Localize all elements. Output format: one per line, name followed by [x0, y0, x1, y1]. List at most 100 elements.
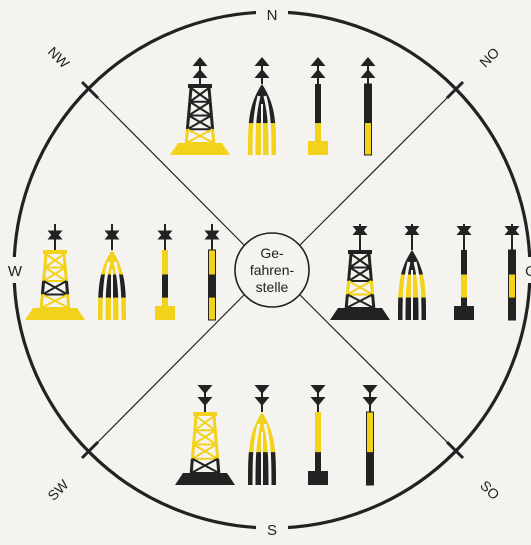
- pillar-pole: [461, 250, 467, 275]
- label-southwest: SW: [44, 476, 72, 504]
- east-spar-buoy: [398, 224, 426, 321]
- topmark-cone: [311, 69, 326, 78]
- marks-east: [330, 224, 520, 321]
- pole-band: [367, 452, 374, 485]
- label-south: S: [267, 522, 277, 539]
- east-tower-buoy: [330, 224, 390, 320]
- tower-leg: [68, 295, 69, 309]
- south-spar-buoy: [248, 385, 276, 486]
- label-west: W: [8, 263, 23, 280]
- tower-leg: [194, 430, 195, 444]
- pillar-pole: [461, 298, 467, 307]
- pole-band: [365, 84, 372, 124]
- topmark-cone: [198, 385, 213, 394]
- tower-leg: [373, 295, 374, 309]
- label-northwest: NW: [45, 43, 73, 71]
- north-tower-buoy: [170, 57, 230, 155]
- topmark-cone: [311, 397, 326, 406]
- tower-leg: [370, 268, 371, 282]
- pillar-pole: [315, 452, 321, 471]
- pillar-base: [308, 471, 328, 485]
- pillar-pole: [162, 298, 168, 307]
- topmark-cone: [311, 385, 326, 394]
- tower-leg: [191, 459, 192, 473]
- tower-leg: [42, 281, 43, 295]
- tower-leg: [218, 459, 219, 473]
- tower-leg: [214, 416, 215, 430]
- pillar-pole: [315, 412, 321, 453]
- tick-nw: [82, 82, 98, 98]
- tower-leg: [41, 295, 42, 309]
- pillar-pole: [162, 250, 168, 275]
- tower-leg: [371, 281, 372, 295]
- north-pole: [361, 57, 376, 156]
- topmark-cone: [193, 57, 208, 66]
- south-pillar-buoy: [308, 385, 328, 485]
- divider-ne: [300, 90, 455, 245]
- topmark-cone: [255, 69, 270, 78]
- pole-band: [365, 123, 372, 155]
- west-tower-buoy: [25, 224, 85, 320]
- label-east: O: [525, 263, 531, 280]
- pole-band: [509, 250, 516, 275]
- tower-leg: [195, 416, 196, 430]
- tower-leg: [189, 102, 190, 116]
- marks-south: [175, 385, 378, 486]
- tower-leg: [213, 129, 214, 143]
- south-tower-buoy: [175, 385, 235, 485]
- pillar-base: [308, 141, 328, 155]
- tower-leg: [187, 116, 188, 130]
- topmark-cone: [361, 69, 376, 78]
- west-pillar-buoy: [155, 224, 175, 320]
- topmark-cone: [255, 397, 270, 406]
- center-line-3: stelle: [256, 279, 289, 295]
- pole-band: [509, 275, 516, 299]
- tower-base: [25, 308, 85, 320]
- topmark-cone: [361, 57, 376, 66]
- tower-base: [170, 143, 230, 155]
- pillar-base: [155, 306, 175, 320]
- north-pillar-buoy: [308, 57, 328, 155]
- tower-leg: [216, 445, 217, 459]
- center-line-2: fahren-: [250, 262, 295, 278]
- pillar-pole: [315, 84, 321, 124]
- tower-leg: [346, 295, 347, 309]
- label-northeast: NO: [476, 44, 502, 70]
- tower-leg: [211, 116, 212, 130]
- tower-leg: [65, 268, 66, 282]
- pole-band: [209, 298, 216, 321]
- tower-leg: [210, 102, 211, 116]
- tick-sw: [82, 442, 98, 458]
- south-pole: [363, 385, 378, 486]
- label-north: N: [267, 7, 278, 24]
- tower-leg: [66, 281, 67, 295]
- topmark-cone: [193, 69, 208, 78]
- tower-leg: [186, 129, 187, 143]
- west-pole: [205, 224, 220, 321]
- tower-leg: [369, 254, 370, 268]
- tower-leg: [215, 430, 216, 444]
- topmark-cone: [363, 397, 378, 406]
- topmark-cone: [311, 57, 326, 66]
- west-spar-buoy: [98, 224, 126, 321]
- tower-leg: [64, 254, 65, 268]
- marks-west: [25, 224, 220, 321]
- topmark-cone: [198, 397, 213, 406]
- divider-nw: [90, 90, 244, 245]
- tower-base: [330, 308, 390, 320]
- topmark-cone: [255, 57, 270, 66]
- tower-leg: [350, 254, 351, 268]
- tower-leg: [349, 268, 350, 282]
- tower-leg: [209, 88, 210, 102]
- tower-leg: [347, 281, 348, 295]
- pole-band: [509, 298, 516, 321]
- pillar-base: [454, 306, 474, 320]
- tower-base: [175, 473, 235, 485]
- topmark-cone: [363, 385, 378, 394]
- north-spar-buoy: [248, 57, 276, 156]
- topmark-cone: [255, 385, 270, 394]
- pillar-pole: [162, 275, 168, 299]
- tower-leg: [45, 254, 46, 268]
